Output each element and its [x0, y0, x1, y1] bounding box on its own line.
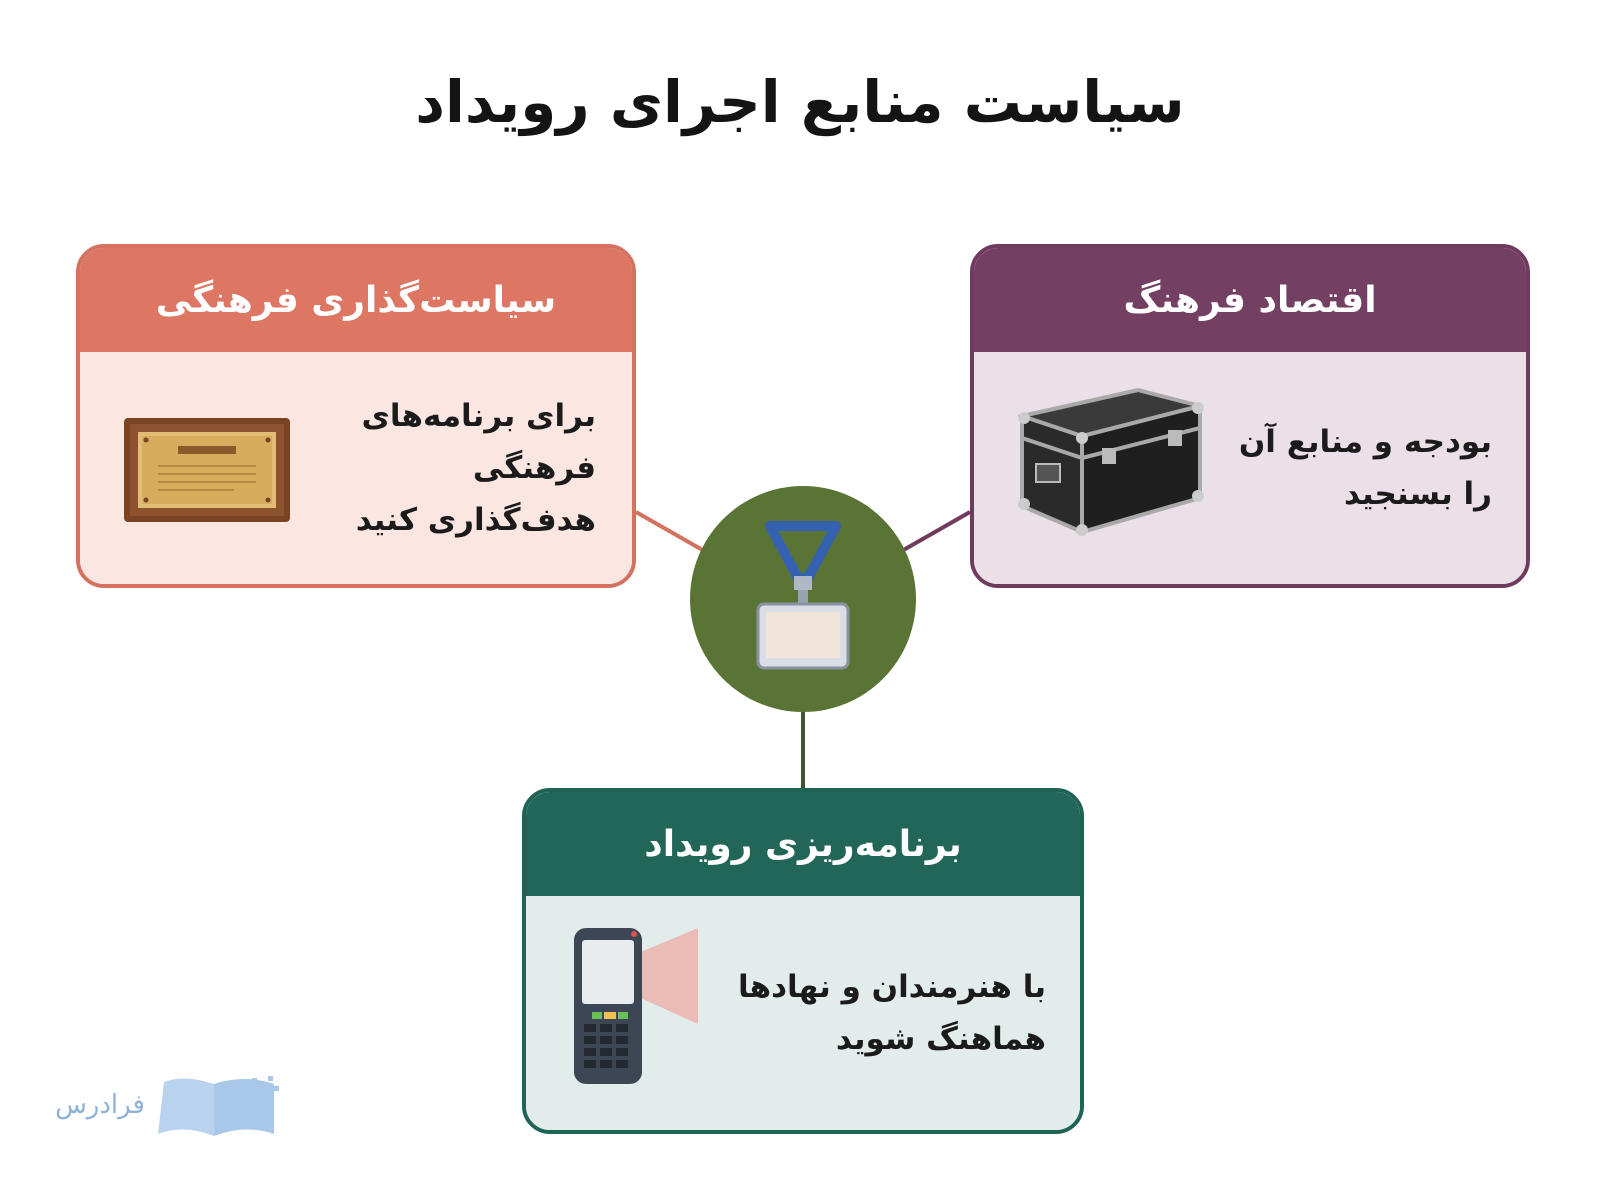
- card-line: برای برنامه‌های: [361, 398, 597, 434]
- card-body: بودجه و منابع آن را بسنجید: [974, 352, 1526, 584]
- card-description: بودجه و منابع آن را بسنجید: [1239, 416, 1492, 520]
- logo-text: فرادرس: [55, 1090, 145, 1120]
- card-line: فرهنگی: [472, 450, 596, 486]
- handheld-scanner-icon: [570, 924, 700, 1092]
- card-body: با هنرمندان و نهادها هماهنگ شوید: [526, 896, 1080, 1130]
- card-line: هدف‌گذاری کنید: [355, 502, 596, 538]
- card-event-planning: برنامه‌ریزی رویداد با هنرمندان و نهادها …: [522, 788, 1084, 1134]
- card-line: با هنرمندان و نهادها: [738, 969, 1046, 1005]
- connector-economy: [899, 510, 971, 554]
- card-title: برنامه‌ریزی رویداد: [526, 792, 1080, 896]
- equipment-case-icon: [1014, 386, 1208, 540]
- card-line: را بسنجید: [1343, 476, 1492, 512]
- card-title: اقتصاد فرهنگ: [974, 248, 1526, 352]
- page-title: سیاست منابع اجرای رویداد: [415, 68, 1185, 136]
- central-hub: [690, 486, 916, 712]
- card-cultural-policy: سیاست‌گذاری فرهنگی برای برنامه‌های فرهنگ…: [76, 244, 636, 588]
- open-book-icon: [158, 1076, 279, 1136]
- faradars-logo: فرادرس: [52, 1074, 292, 1144]
- plaque-icon: [124, 418, 290, 526]
- card-description: برای برنامه‌های فرهنگی هدف‌گذاری کنید: [356, 390, 596, 546]
- lanyard-badge-icon: [756, 521, 850, 670]
- card-title: سیاست‌گذاری فرهنگی: [80, 248, 632, 352]
- card-line: بودجه و منابع آن: [1238, 424, 1492, 460]
- connector-policy: [635, 510, 707, 554]
- card-description: با هنرمندان و نهادها هماهنگ شوید: [738, 961, 1046, 1065]
- card-body: برای برنامه‌های فرهنگی هدف‌گذاری کنید: [80, 352, 632, 584]
- card-line: هماهنگ شوید: [835, 1021, 1046, 1057]
- card-culture-economy: اقتصاد فرهنگ بودجه و منابع آن را بسنجید: [970, 244, 1530, 588]
